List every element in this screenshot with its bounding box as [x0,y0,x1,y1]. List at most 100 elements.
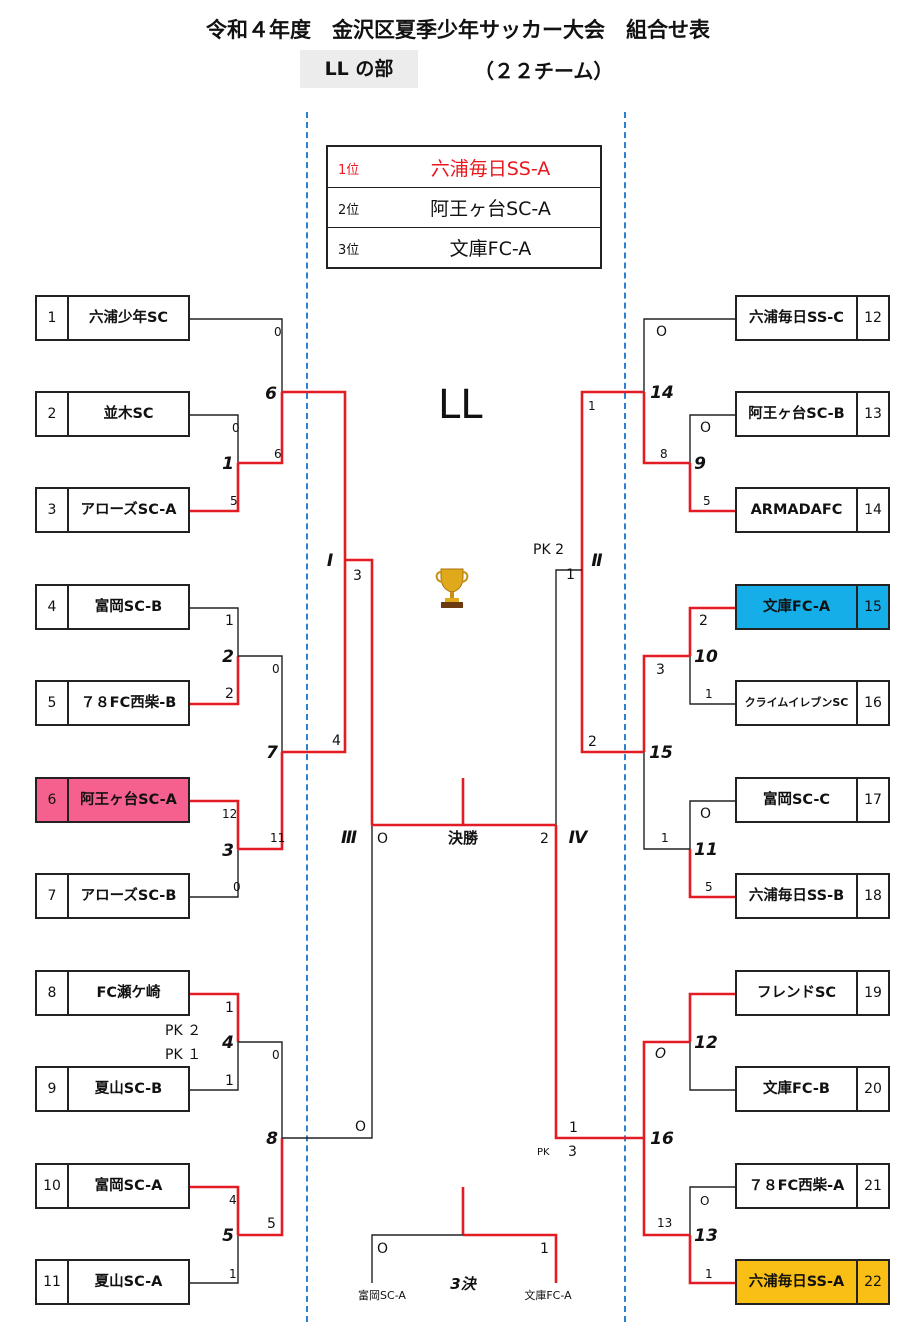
match-number: 10 [694,647,718,667]
ranking-divider [328,227,600,228]
score-label: 0 [272,1048,280,1062]
match-number: 11 [694,840,718,860]
team-slot-13: 阿王ヶ台SC-B 13 [735,391,890,437]
seed-number: 6 [37,779,69,821]
seed-number: 5 [37,682,69,724]
winner-path-11 [282,560,347,754]
bracket-line-33 [555,569,582,825]
team-slot-6: 6 阿王ヶ台SC-A [35,777,190,823]
third-place-team: 富岡SC-A [358,1288,406,1302]
team-name: 六浦毎日SS-B [748,888,845,904]
winner-path-25 [688,606,736,656]
score-label: 5 [267,1216,276,1232]
team-slot-11: 11 夏山SC-A [35,1259,190,1305]
match-number: 4 [221,1033,234,1053]
score-label: 12 [222,807,237,821]
winner-path-45 [463,1233,558,1283]
bracket-line-23 [643,318,736,392]
team-name: 並木SC [103,406,154,422]
score-label: 0 [232,421,240,435]
score-label: 3 [568,1144,577,1160]
score-label: 2 [699,613,708,629]
winner-path-1 [190,463,240,513]
trophy-icon [432,566,472,614]
winner-path-24 [642,392,690,465]
match-number: 12 [694,1033,718,1053]
score-label: PK １ [165,1047,201,1063]
team-name: 文庫FC-B [763,1081,830,1097]
team-slot-22: 六浦毎日SS-A 22 [735,1259,890,1305]
bracket-line-16 [190,1235,239,1284]
winner-path-40 [554,825,644,1140]
score-label: 1 [229,1267,237,1281]
team-slot-7: 7 アローズSC-B [35,873,190,919]
score-label: 1 [705,1267,713,1281]
winner-path-28 [688,849,736,899]
team-slot-12: 六浦毎日SS-C 12 [735,295,890,341]
team-slot-8: 8 FC瀬ケ崎 [35,970,190,1016]
bracket-line-17 [238,1041,283,1138]
score-label: 3 [656,662,665,678]
score-label: 5 [705,880,713,894]
match-number: 5 [222,1226,234,1246]
match-number: 14 [650,383,674,403]
ranking-team: 文庫FC-A [449,238,532,260]
team-slot-10: 10 富岡SC-A [35,1163,190,1209]
seed-number: 13 [856,393,888,435]
ranking-row-1: 1位 六浦毎日SS-A [328,147,600,187]
team-name: 夏山SC-A [94,1274,163,1290]
score-label: PK ２ [165,1023,201,1039]
match-number: 1 [222,454,234,474]
score-label: O [700,806,711,822]
seed-number: 11 [37,1261,69,1303]
winner-path-9 [238,752,284,851]
seed-number: 20 [856,1068,888,1110]
third-place-label: 3決 [450,1275,477,1293]
score-label: 4 [229,1193,237,1207]
ranking-team: 六浦毎日SS-A [430,158,551,180]
match-number: 15 [649,743,673,763]
team-name: ７８FC西柴-A [748,1178,845,1194]
team-name: 富岡SC-B [94,599,163,615]
seed-number: 4 [37,586,69,628]
score-label: 1 [540,1241,549,1257]
score-label: O [656,324,667,340]
bracket-category-label: LL [438,382,483,428]
bracket-line-21 [689,414,736,463]
winner-path-31 [580,390,644,570]
score-label: 4 [332,733,341,749]
score-label: 1 [566,567,575,583]
team-slot-14: ARMADAFC 14 [735,487,890,533]
team-slot-1: 1 六浦少年SC [35,295,190,341]
seed-number: 3 [37,489,69,531]
divider-right [624,112,626,1322]
match-number: Ⅳ [569,828,589,848]
team-slot-21: ７８FC西柴-A 21 [735,1163,890,1209]
match-number: 2 [222,647,234,667]
winner-path-37 [688,1235,736,1285]
ranking-row-3: 3位 文庫FC-A [328,227,600,267]
bracket-line-36 [689,1186,736,1235]
team-slot-2: 2 並木SC [35,391,190,437]
team-name: 夏山SC-B [94,1081,163,1097]
match-number: 9 [694,454,706,474]
score-label: 1 [705,687,713,701]
winner-path-6 [190,799,240,849]
ranking-team: 阿王ヶ台SC-A [430,198,551,220]
seed-number: 2 [37,393,69,435]
divider-left [306,112,308,1322]
bracket-line-26 [689,656,736,705]
team-slot-20: 文庫FC-B 20 [735,1066,890,1112]
match-number: 3 [222,841,234,861]
bracket-line-0 [190,414,239,463]
team-name: 富岡SC-C [762,792,831,808]
seed-number: 16 [856,682,888,724]
seed-number: 18 [856,875,888,917]
ranking-place: 2位 [338,203,360,218]
winner-path-22 [688,463,736,513]
score-label: 3 [353,568,362,584]
seed-number: 15 [856,586,888,628]
team-name: 六浦少年SC [88,310,169,326]
seed-number: 1 [37,297,69,339]
